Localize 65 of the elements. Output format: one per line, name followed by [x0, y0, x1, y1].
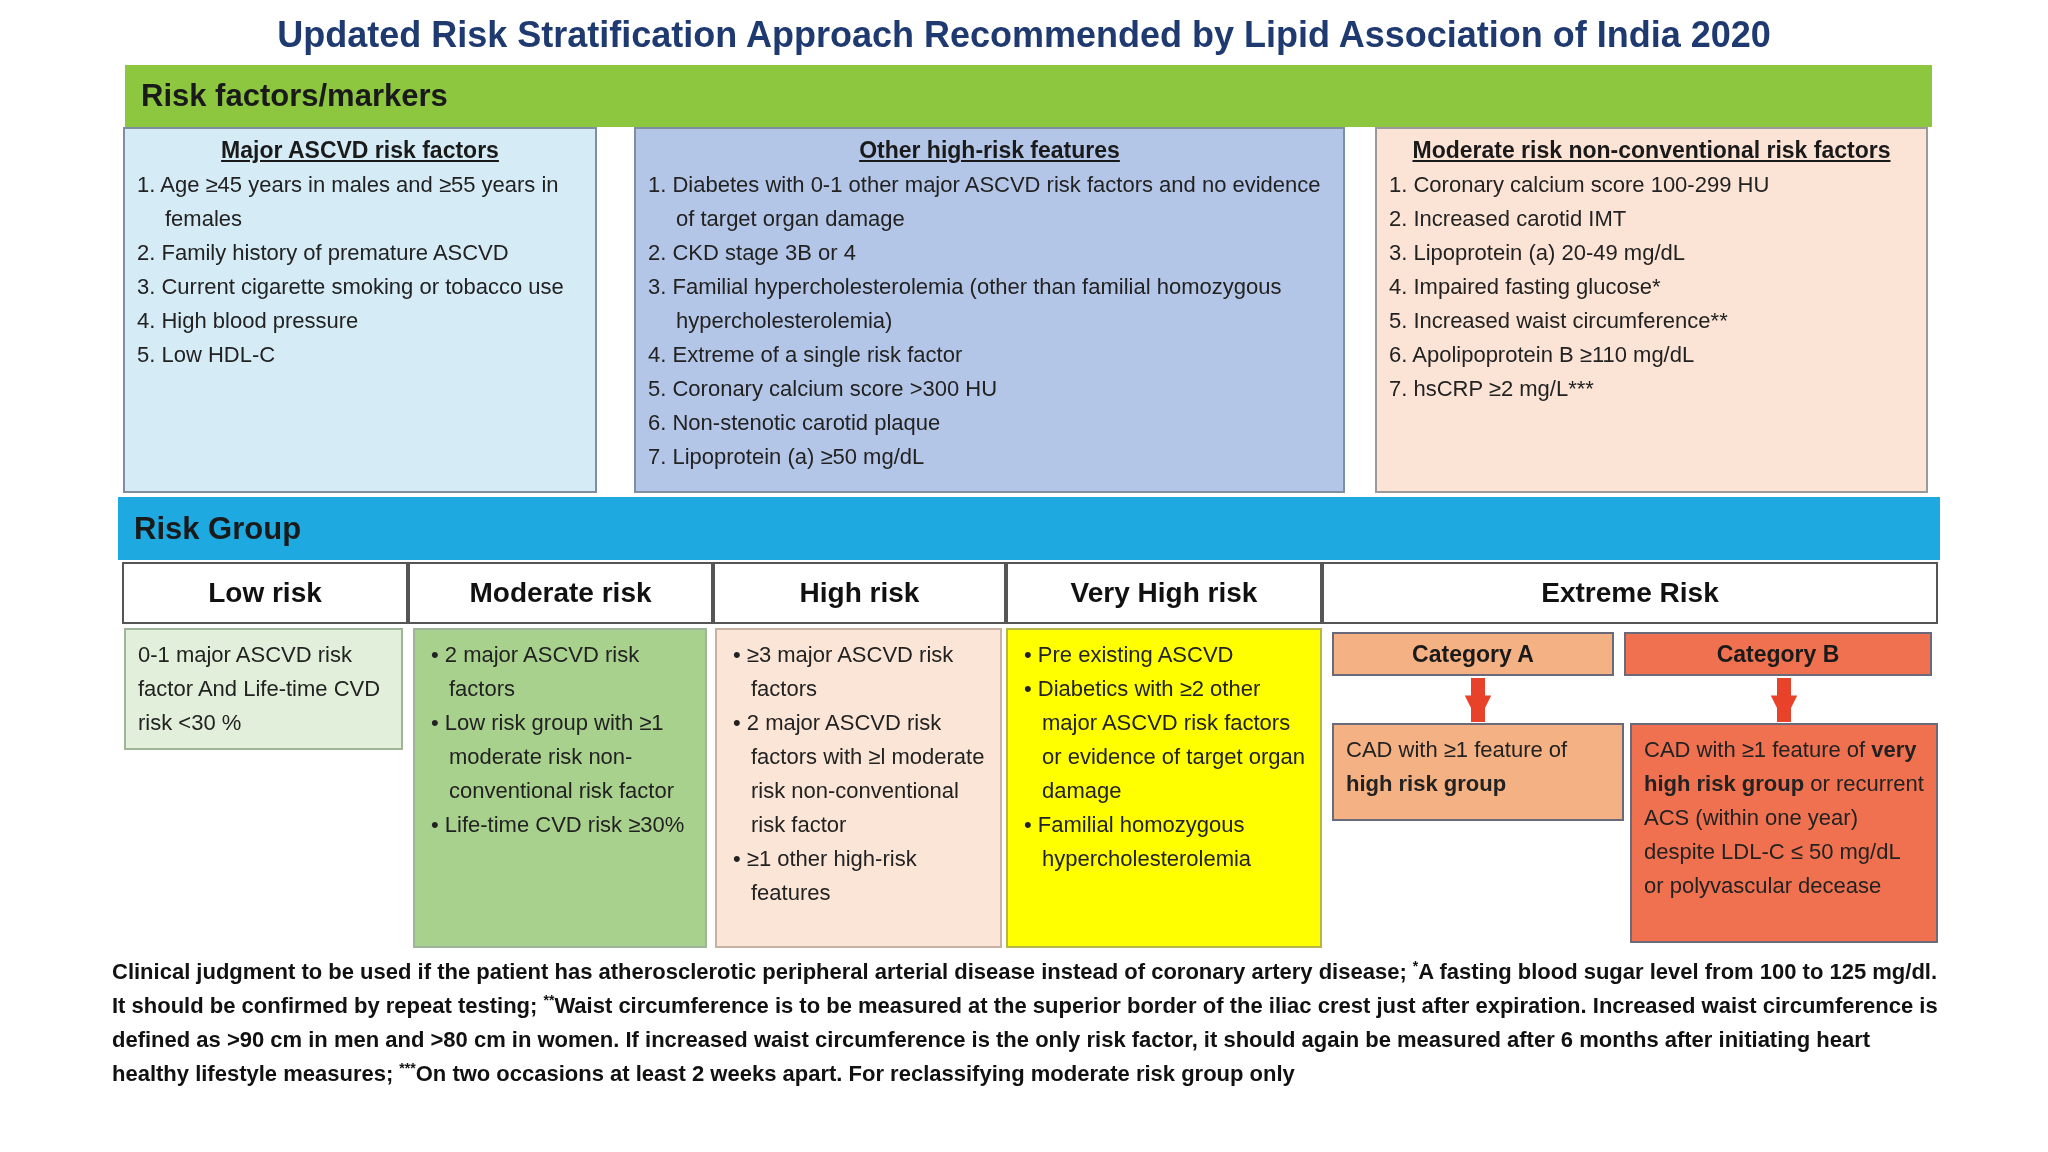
list-item: 5. Increased waist circumference** [1389, 307, 1729, 335]
info-box [634, 127, 1345, 493]
header-cell [1006, 562, 1322, 624]
column-heading: Moderate risk [469, 577, 652, 609]
criteria-box [1630, 723, 1938, 943]
criteria-box [413, 628, 707, 948]
list-item: 4. High blood pressure [137, 307, 360, 335]
arrow [1464, 678, 1492, 722]
body-text: CAD with ≥1 feature of high risk group [1346, 736, 1569, 798]
list-item: 7. Lipoprotein (a) ≥50 mg/dL [648, 443, 926, 471]
category-label: Category A [1412, 640, 1534, 668]
band-heading: Risk factors/markers [141, 78, 448, 114]
list-item: 2. CKD stage 3B or 4 [648, 239, 857, 267]
column-heading: Very High risk [1070, 577, 1258, 609]
bullet-item: • 2 major ASCVD risk factors with ≥l moderate risk non-conventional risk factor [732, 709, 986, 839]
arrow [1770, 678, 1798, 722]
box-heading: Other high-risk features [858, 137, 1121, 164]
column-heading: Extreme Risk [1541, 577, 1719, 609]
header-cell [408, 562, 713, 624]
list-item: 5. Coronary calcium score >300 HU [648, 375, 999, 403]
info-box [123, 127, 597, 493]
criteria-box [1332, 723, 1624, 821]
list-item: 2. Increased carotid IMT [1389, 205, 1628, 233]
header-cell [713, 562, 1006, 624]
bullet-item: • 2 major ASCVD risk factors [430, 641, 641, 703]
box-heading: Major ASCVD risk factors [220, 137, 500, 164]
body-text: CAD with ≥1 feature of very high risk group or recurrent ACS (within one year) despite LDL-C ≤ 50 mg/dL or polyvascular decease [1644, 736, 1924, 900]
footnote: Clinical judgment to be used if the patient has atherosclerotic peripheral arterial disease instead of coronary artery disease; $^{*}$A fasting blood sugar level from 100 to 125 mg/dl. It should be confirmed by repeat testing; $^{**}$Waist circumference is to be measured at the superior border of the iliac crest just after expiration. Increased waist circumference is defined as >90 cm in men and >80 cm in women. If increased waist circumference is the only risk factor, it should again be measured after 6 months after initiating heart healthy lifestyle measures; $^{***}$On two occasions at least 2 weeks apart. For reclassifying moderate risk group only [112, 956, 1939, 1088]
title: Updated Risk Stratification Approach Recommended by Lipid Association of India 2020 [276, 14, 1772, 56]
category-box [1624, 632, 1932, 676]
list-item: 3. Lipoprotein (a) 20-49 mg/dL [1389, 239, 1686, 267]
list-item: 1. Coronary calcium score 100-299 HU [1389, 171, 1771, 199]
band-heading: Risk Group [134, 510, 302, 547]
bullet-item: • Diabetics with ≥2 other major ASCVD risk factors or evidence of target organ damage [1023, 675, 1306, 805]
criteria-box [124, 628, 403, 750]
bullet-item: • Pre existing ASCVD [1023, 641, 1235, 669]
header-cell [1322, 562, 1938, 624]
list-item: 7. hsCRP ≥2 mg/L*** [1389, 375, 1595, 403]
bullet-item: • Low risk group with ≥1 moderate risk non- conventional risk factor [430, 709, 675, 805]
header-cell [122, 562, 408, 624]
list-item: 3. Current cigarette smoking or tobacco use [137, 273, 565, 301]
list-item: 1. Age ≥45 years in males and ≥55 years in females [137, 171, 560, 233]
criteria-box [1006, 628, 1322, 948]
section-band [125, 65, 1932, 127]
list-item: 4. Impaired fasting glucose* [1389, 273, 1662, 301]
list-item: 6. Non-stenotic carotid plaque [648, 409, 942, 437]
bullet-item: • Familial homozygous hypercholesterolemia [1023, 811, 1253, 873]
bullet-item: • ≥1 other high-risk features [732, 845, 918, 907]
category-box [1332, 632, 1614, 676]
criteria-box [715, 628, 1002, 948]
column-heading: Low risk [208, 577, 322, 609]
section-band [118, 497, 1940, 560]
bullet-item: • Life-time CVD risk ≥30% [430, 811, 686, 839]
list-item: 3. Familial hypercholesterolemia (other than familial homozygous hypercholesterolemia) [648, 273, 1283, 335]
list-item: 4. Extreme of a single risk factor [648, 341, 964, 369]
info-box [1375, 127, 1928, 493]
box-heading: Moderate risk non-conventional risk factors [1411, 137, 1892, 164]
list-item: 5. Low HDL-C [137, 341, 277, 369]
body-text: 0-1 major ASCVD risk factor And Life-time CVD risk <30 % [138, 641, 382, 737]
category-label: Category B [1716, 640, 1840, 668]
list-item: 6. Apolipoprotein B ≥110 mg/dL [1389, 341, 1696, 369]
list-item: 2. Family history of premature ASCVD [137, 239, 510, 267]
column-heading: High risk [799, 577, 920, 609]
list-item: 1. Diabetes with 0-1 other major ASCVD risk factors and no evidence of target organ damage [648, 171, 1322, 233]
bullet-item: • ≥3 major ASCVD risk factors [732, 641, 955, 703]
